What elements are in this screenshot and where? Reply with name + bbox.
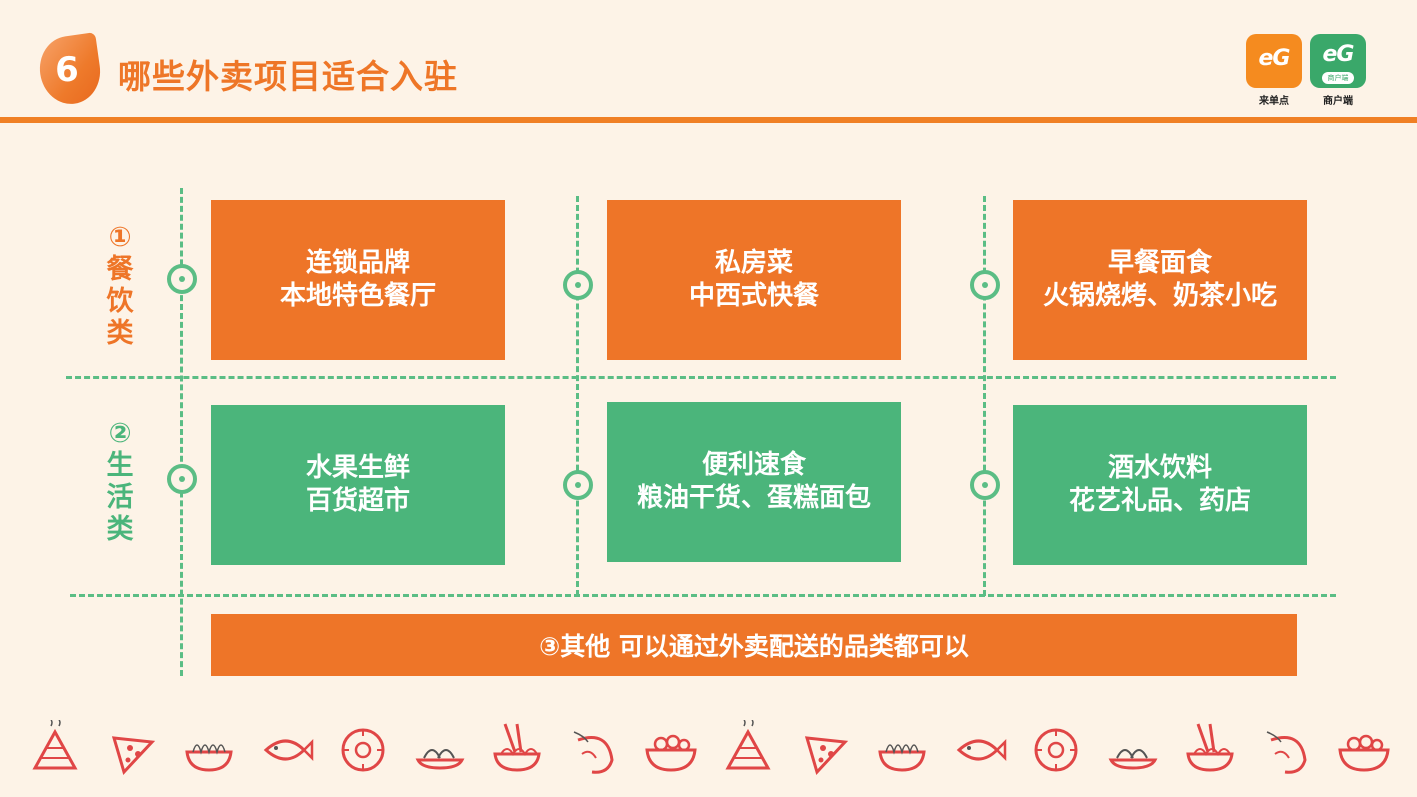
fish-icon [949, 720, 1009, 780]
dumpling-plate-icon [410, 720, 470, 780]
pizza-icon [102, 720, 162, 780]
merchant-app: eG 商户端 商户端 [1310, 34, 1366, 107]
laidandian-logo: eG [1246, 34, 1302, 88]
laidandian-caption: 来单点 [1246, 92, 1302, 107]
node-circle [563, 270, 593, 300]
fish-icon [256, 720, 316, 780]
rice-dumpling-icon [718, 720, 778, 780]
node-circle [563, 470, 593, 500]
food-icon-row [0, 720, 1417, 790]
meatball-bowl-icon [1334, 720, 1394, 780]
category-label-life: ② 生 活 类 [100, 418, 140, 546]
shrimp-icon [564, 720, 624, 780]
merchant-caption: 商户端 [1310, 92, 1366, 107]
food-box-chain: 连锁品牌本地特色餐厅 [211, 200, 505, 360]
grid-line-h2 [70, 594, 1336, 597]
shrimp-icon [1257, 720, 1317, 780]
node-circle [167, 264, 197, 294]
pizza-icon [795, 720, 855, 780]
noodle-bowl-icon [872, 720, 932, 780]
meatball-bowl-icon [641, 720, 701, 780]
grid-line-h1 [66, 376, 1336, 379]
merchant-logo: eG 商户端 [1310, 34, 1366, 88]
life-box-convenience: 便利速食粮油干货、蛋糕面包 [607, 402, 901, 562]
node-circle [970, 470, 1000, 500]
dumpling-plate-icon [1103, 720, 1163, 780]
node-circle [970, 270, 1000, 300]
page-title: 哪些外卖项目适合入驻 [118, 50, 458, 98]
noodle-chopsticks-icon [487, 720, 547, 780]
food-box-breakfast: 早餐面食火锅烧烤、奶茶小吃 [1013, 200, 1307, 360]
section-number: 6 [40, 50, 94, 90]
grid-line-v2 [576, 196, 579, 596]
flower-cake-icon [333, 720, 393, 780]
merchant-logo-badge: 商户端 [1322, 72, 1354, 84]
grid-line-v3 [983, 196, 986, 596]
rice-dumpling-icon [25, 720, 85, 780]
noodle-bowl-icon [179, 720, 239, 780]
flower-cake-icon [1026, 720, 1086, 780]
laidandian-app: eG 来单点 [1246, 34, 1302, 107]
category-label-food: ① 餐 饮 类 [100, 222, 140, 350]
food-box-private: 私房菜中西式快餐 [607, 200, 901, 360]
other-category-bar: ③其他 可以通过外卖配送的品类都可以 [211, 614, 1297, 676]
header-divider [0, 117, 1417, 123]
grid-line-v1 [180, 188, 183, 676]
node-circle [167, 464, 197, 494]
life-box-drinks: 酒水饮料花艺礼品、药店 [1013, 405, 1307, 565]
life-box-fruit: 水果生鲜百货超市 [211, 405, 505, 565]
noodle-chopsticks-icon [1180, 720, 1240, 780]
